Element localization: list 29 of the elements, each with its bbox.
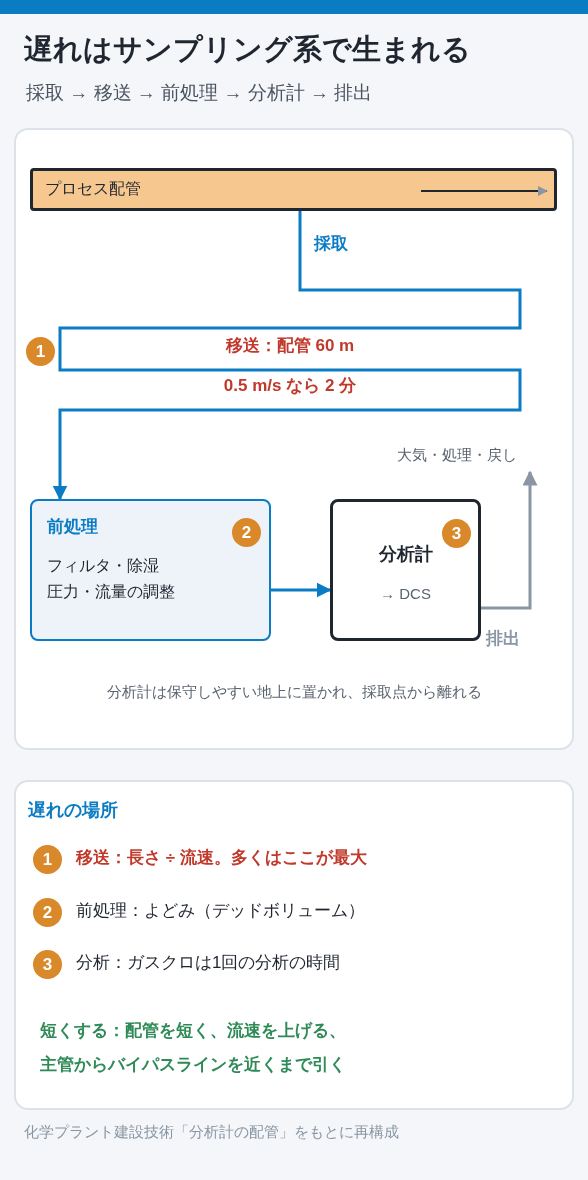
card-heading: 遅れの場所	[28, 799, 118, 822]
number-badge: 1	[33, 845, 62, 874]
box-text: フィルタ・除湿	[47, 556, 159, 576]
box-heading: 分析計	[377, 543, 434, 566]
list-item: 前処理：よどみ（デッドボリューム）	[76, 900, 365, 922]
source-caption: 化学プラント建設技術「分析計の配管」をもとに再構成	[24, 1123, 399, 1142]
edge-label: 採取	[314, 233, 348, 255]
analyzer-box	[330, 499, 481, 641]
transport-label: 0.5 m/s なら 2 分	[222, 375, 358, 397]
box-heading: 前処理	[47, 516, 98, 538]
list-item: 分析：ガスクロは1回の分析の時間	[76, 952, 341, 974]
box-text: → DCS	[379, 585, 432, 602]
title: 遅れはサンプリング系で生まれる	[24, 32, 471, 67]
number-badge: 3	[442, 519, 471, 548]
number-badge: 2	[232, 518, 261, 547]
number-badge: 3	[33, 950, 62, 979]
pretreatment-box	[30, 499, 271, 641]
number-badge: 2	[33, 898, 62, 927]
node-label: プロセス配管	[45, 179, 141, 199]
box-text: 圧力・流量の調整	[47, 582, 175, 602]
delay-list-card	[14, 780, 574, 1110]
edge-label: 排出	[486, 628, 520, 650]
transport-label: 移送：配管 60 m	[224, 335, 356, 357]
tip-text: 短くする：配管を短く、流速を上げる、主管からバイパスラインを近くまで引く	[40, 1020, 347, 1076]
process-pipe-box	[30, 168, 557, 211]
note-text: 分析計は保守しやすい地上に置かれ、採取点から離れる	[105, 683, 483, 702]
subtitle: 採取 → 移送 → 前処理 → 分析計 → 排出	[26, 81, 373, 105]
destination-label: 大気・処理・戻し	[384, 446, 530, 472]
list-item: 移送：長さ ÷ 流速。多くはここが最大	[76, 847, 367, 869]
